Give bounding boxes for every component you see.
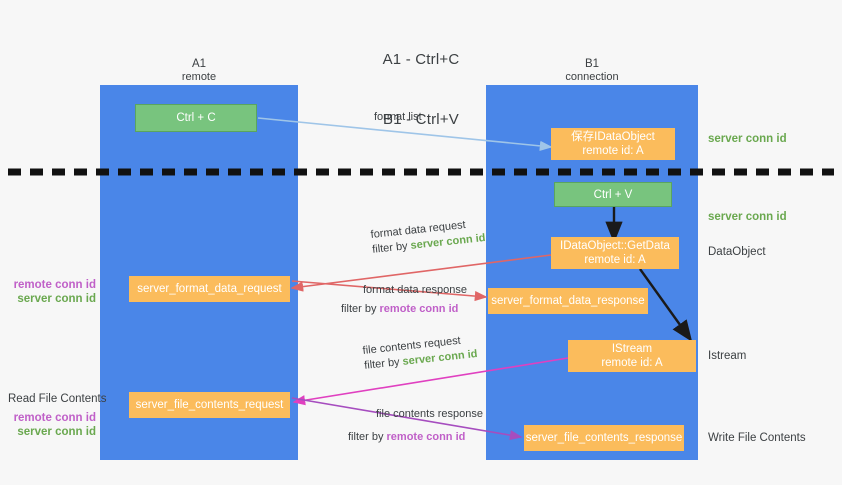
box-server-format-data-request-label: server_format_data_request — [137, 283, 282, 295]
box-ctrl-v[interactable]: Ctrl + V — [554, 182, 672, 207]
right-label-istream: Istream — [708, 350, 747, 362]
filter-prefix: filter by — [363, 355, 404, 372]
edge-label-file-contents-request: file contents request filter by server c… — [362, 332, 478, 374]
box-server-file-contents-response-label: server_file_contents_response — [525, 432, 683, 444]
box-getdata-line1: IDataObject::GetData — [560, 240, 670, 252]
edge-label-format-data-request: format data request filter by server con… — [370, 216, 486, 258]
left-label-remote-conn-id-1: remote conn id — [13, 279, 96, 291]
box-ctrl-v-label: Ctrl + V — [593, 188, 633, 201]
box-idataobject-getdata[interactable]: IDataObject::GetData remote id: A — [551, 237, 679, 269]
filter-prefix: filter by — [371, 239, 412, 256]
left-label-server-conn-id-2: server conn id — [17, 426, 96, 438]
right-label-server-conn-id-2: server conn id — [708, 211, 787, 223]
box-getdata-line2: remote id: A — [584, 254, 646, 266]
filter-prefix: filter by — [348, 431, 387, 443]
box-istream-line2: remote id: A — [601, 357, 663, 369]
box-ctrl-c-label: Ctrl + C — [176, 112, 216, 124]
column-b1-name: B1 — [584, 58, 600, 70]
filter-value-remote-conn-id: remote conn id — [379, 303, 459, 315]
edge-label-file-contents-response-text: file contents response — [376, 408, 484, 420]
right-label-write-file-contents: Write File Contents — [708, 432, 806, 444]
box-server-format-data-request[interactable]: server_format_data_request — [129, 276, 290, 302]
right-label-dataobject: DataObject — [708, 246, 766, 258]
filter-value-remote-conn-id: remote conn id — [386, 431, 466, 443]
column-header-a1: A1 remote — [100, 58, 298, 84]
column-a1-subtitle: remote — [181, 71, 217, 83]
edge-label-file-contents-response-filter: filter by remote conn id — [348, 430, 483, 445]
edge-label-format-list-text: format list — [374, 111, 422, 123]
column-header-b1: B1 connection — [486, 58, 698, 84]
edge-label-format-data-response-text: format data response — [363, 284, 467, 296]
column-b1-subtitle: connection — [565, 71, 619, 83]
left-label-server-conn-id-1: server conn id — [17, 293, 96, 305]
left-label-conn-group-1: remote conn id server conn id — [0, 278, 96, 306]
edge-label-file-contents-response: file contents response filter by remote … — [348, 407, 484, 445]
left-label-remote-conn-id-2: remote conn id — [13, 412, 96, 424]
box-server-format-data-response-label: server_format_data_response — [491, 295, 645, 307]
box-istream-line1: IStream — [611, 343, 653, 355]
right-label-server-conn-id-1: server conn id — [708, 133, 787, 145]
left-label-conn-group-2: remote conn id server conn id — [0, 411, 96, 439]
box-server-file-contents-response[interactable]: server_file_contents_response — [524, 425, 684, 451]
box-save-idataobject[interactable]: 保存IDataObject remote id: A — [551, 128, 675, 160]
box-save-idataobject-line2: remote id: A — [582, 145, 644, 157]
box-server-format-data-response[interactable]: server_format_data_response — [488, 288, 648, 314]
edge-label-format-list: format list — [374, 110, 422, 125]
column-a1-name: A1 — [191, 58, 207, 70]
edge-label-format-data-response-filter: filter by remote conn id — [341, 302, 467, 317]
box-istream[interactable]: IStream remote id: A — [568, 340, 696, 372]
left-label-read-file-contents: Read File Contents — [8, 393, 107, 405]
box-server-file-contents-request-label: server_file_contents_request — [135, 399, 284, 411]
edge-label-format-data-response: format data response filter by remote co… — [341, 283, 467, 317]
box-ctrl-c[interactable]: Ctrl + C — [135, 104, 257, 132]
filter-prefix: filter by — [341, 303, 380, 315]
box-server-file-contents-request[interactable]: server_file_contents_request — [129, 392, 290, 418]
box-save-idataobject-line1: 保存IDataObject — [571, 131, 655, 143]
title-line-1: A1 - Ctrl+C — [382, 51, 460, 68]
